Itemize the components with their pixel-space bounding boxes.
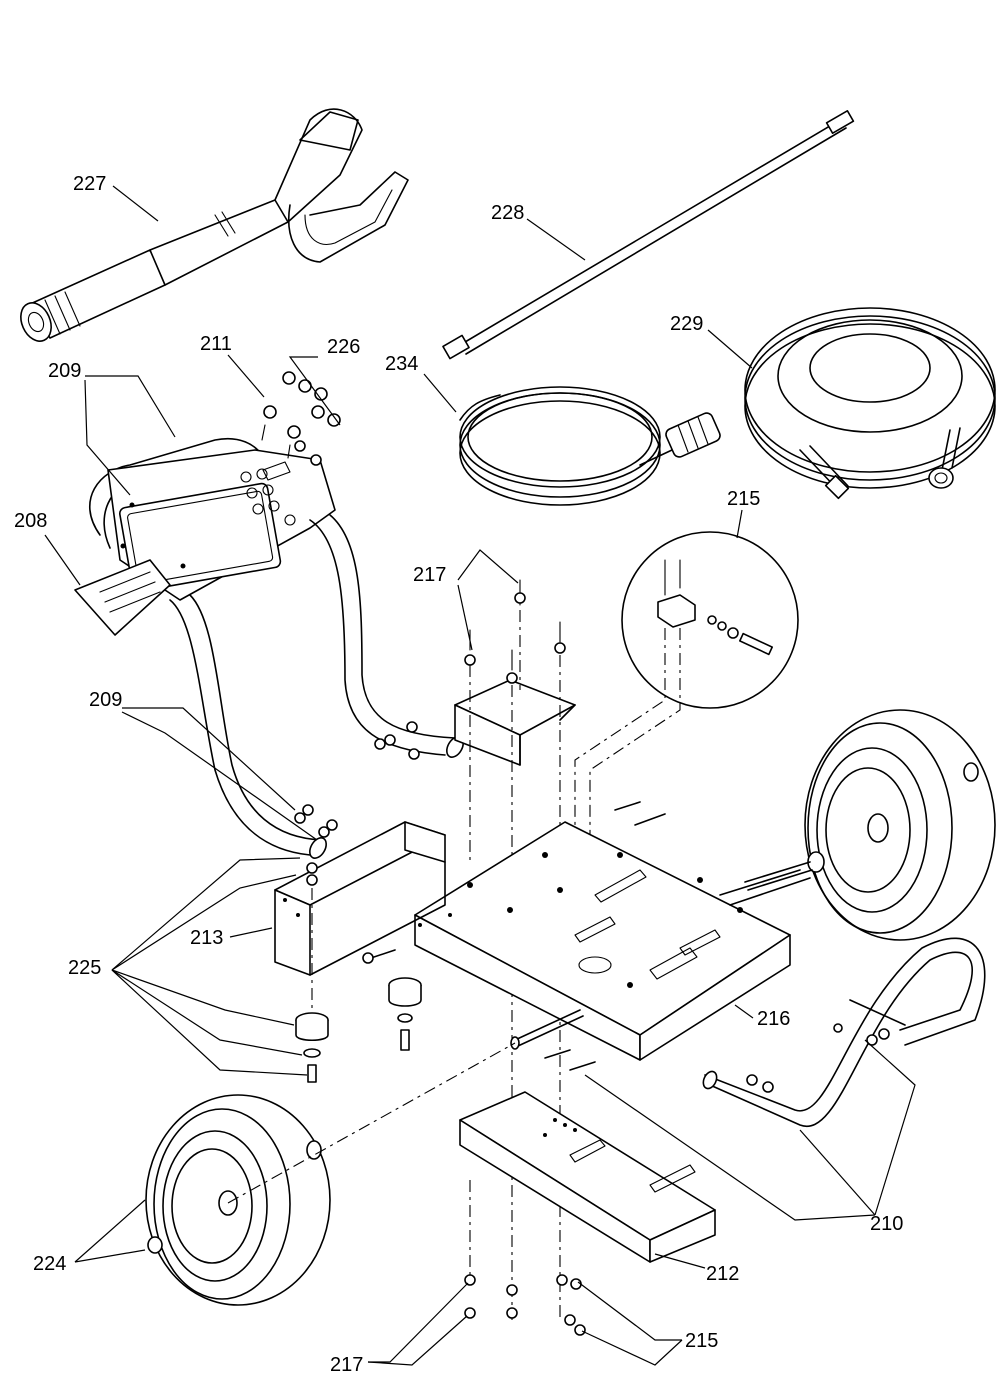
callout-217-top: 217	[413, 564, 446, 586]
rear-bracket-part	[274, 821, 446, 976]
callout-225: 225	[68, 957, 101, 979]
wheel-right	[744, 709, 996, 941]
callout-227: 227	[73, 173, 106, 195]
front-tube-part	[702, 937, 986, 1128]
spray-wand-part	[442, 110, 855, 360]
callout-217-bottom: 217	[330, 1354, 363, 1376]
callout-229: 229	[670, 313, 703, 335]
main-deck-part	[414, 821, 811, 1061]
callout-226: 226	[327, 336, 360, 358]
callout-211: 211	[200, 333, 232, 355]
spray-gun-part	[20, 108, 409, 342]
callout-212: 212	[706, 1263, 739, 1285]
fastener-parts	[294, 721, 666, 1071]
callout-224: 224	[33, 1253, 66, 1275]
callout-209-bottom: 209	[89, 689, 122, 711]
callout-210: 210	[870, 1213, 903, 1235]
leader-lines	[44, 185, 916, 1366]
callout-labels: 227 228 229 234 211 226 209 208 215 217 …	[14, 173, 903, 1376]
long-hose-part	[744, 307, 996, 500]
rubber-foot-parts	[295, 862, 422, 1083]
callout-208: 208	[14, 510, 47, 532]
callout-209-top: 209	[48, 360, 81, 382]
callout-213: 213	[190, 927, 223, 949]
callout-215-bottom: 215	[685, 1330, 718, 1352]
callout-216: 216	[757, 1008, 790, 1030]
callout-234: 234	[385, 353, 418, 375]
short-hose-part	[459, 386, 721, 506]
callout-215-top: 215	[727, 488, 760, 510]
wheel-left	[145, 1042, 516, 1306]
handle-and-panel-assembly	[74, 371, 464, 859]
callout-228: 228	[491, 202, 524, 224]
front-bracket-part	[459, 1091, 716, 1336]
